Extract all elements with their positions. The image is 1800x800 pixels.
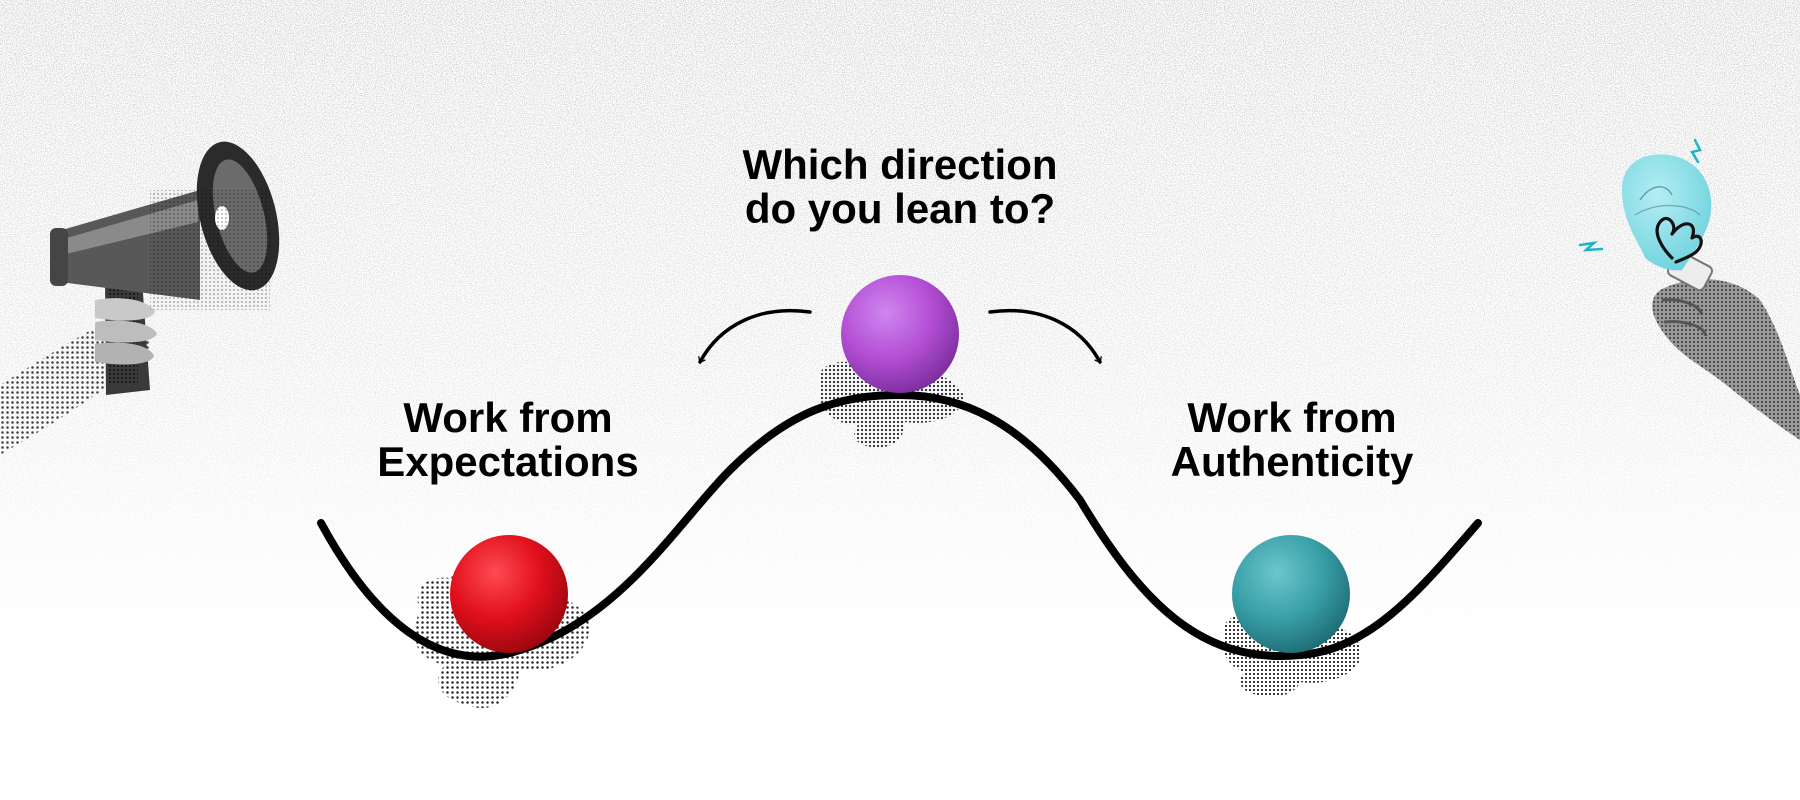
- ball-center: [841, 275, 959, 393]
- megaphone-icon: [0, 141, 280, 455]
- lightbulb-icon: [1578, 138, 1800, 440]
- expectations-line-1: Work from: [403, 394, 613, 441]
- question-line-2: do you lean to?: [744, 185, 1056, 233]
- authenticity-line-1: Work from: [1187, 394, 1397, 441]
- question-label: Which direction do you lean to?: [620, 141, 1180, 233]
- expectations-line-2: Expectations: [377, 438, 639, 486]
- authenticity-label: Work from Authenticity: [1092, 394, 1492, 486]
- expectations-label: Work from Expectations: [308, 394, 708, 486]
- arrow-right: [988, 308, 1102, 364]
- ball-expectations: [450, 535, 568, 653]
- authenticity-line-2: Authenticity: [1170, 438, 1414, 486]
- arrow-left: [698, 308, 812, 364]
- ball-authenticity: [1232, 535, 1350, 653]
- question-line-1: Which direction: [742, 141, 1058, 188]
